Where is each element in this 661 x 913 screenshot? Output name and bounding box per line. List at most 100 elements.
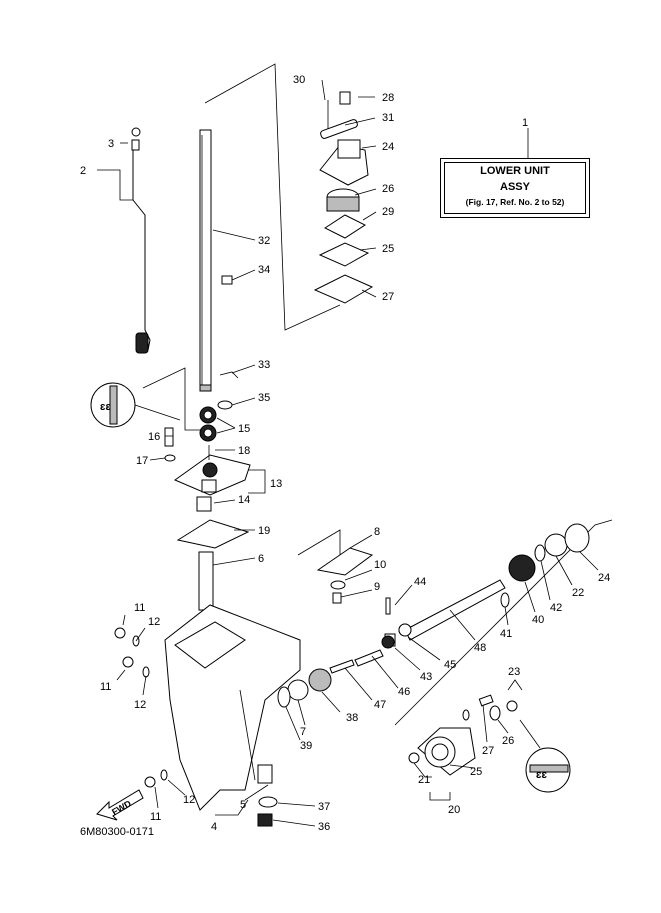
callout-6: 6 xyxy=(258,553,264,565)
callout-7: 7 xyxy=(300,726,306,738)
svg-text:ɛɛ: ɛɛ xyxy=(100,401,111,413)
bolt-16 xyxy=(164,427,174,447)
bearing-49 xyxy=(398,623,412,637)
lower-casing xyxy=(164,604,301,811)
screw-5 xyxy=(257,764,273,784)
leader-lines xyxy=(97,79,599,827)
clip-37 xyxy=(219,371,239,379)
callout-30: 26 xyxy=(382,183,394,195)
callout-26: 26 xyxy=(502,735,514,747)
group-bracket-shaft xyxy=(394,519,613,726)
washer-46 xyxy=(534,544,546,562)
callout-35: 31 xyxy=(382,112,394,124)
callout-17: 17 xyxy=(136,455,148,467)
washer-25 xyxy=(462,709,470,721)
callout-39: 35 xyxy=(258,392,270,404)
callout-43: 39 xyxy=(300,740,312,752)
callout-29: 25 xyxy=(382,243,394,255)
callout-8: 8 xyxy=(374,526,380,538)
clutch-47 xyxy=(381,635,395,649)
callout-33: 29 xyxy=(382,206,394,218)
group-bracket-plate xyxy=(297,529,341,560)
callout-23: 23 xyxy=(508,666,520,678)
callout-11c: 11 xyxy=(150,811,161,823)
callout-34: 30 xyxy=(293,74,305,86)
propeller-shaft-housing xyxy=(408,727,476,776)
callout-13: 13 xyxy=(270,478,282,490)
pin-48 xyxy=(385,597,391,615)
spring-50 xyxy=(354,649,384,667)
callout-38: 34 xyxy=(258,264,270,276)
callout-12b: 12 xyxy=(134,699,146,711)
callout-19: 19 xyxy=(258,525,270,537)
callout-47: 43 xyxy=(420,671,432,683)
bearing-housing xyxy=(173,445,251,549)
callout-18: 18 xyxy=(238,445,250,457)
callout-3: 3 xyxy=(108,138,114,150)
group-bracket-top xyxy=(204,63,341,331)
figure-code: 6M80300-0171 xyxy=(80,826,155,838)
callout-1: 1 xyxy=(522,117,528,129)
callout-36: 32 xyxy=(258,235,270,247)
callout-21: 21 xyxy=(418,774,430,786)
callout-10: 10 xyxy=(374,559,386,571)
reference-box: LOWER UNIT ASSY (Fig. 17, Ref. No. 2 to … xyxy=(440,158,590,218)
plug-40 xyxy=(257,813,273,827)
bolt-9 xyxy=(332,592,342,604)
water-pump-parts xyxy=(313,91,374,304)
callout-31: 27 xyxy=(382,291,394,303)
callout-37: 33 xyxy=(258,359,270,371)
callout-49: 45 xyxy=(444,659,456,671)
drive-shaft xyxy=(199,129,212,392)
grease-icon: ɛɛ xyxy=(90,382,181,428)
washer-45 xyxy=(500,592,510,608)
callout-45: 41 xyxy=(500,628,512,640)
callout-9: 9 xyxy=(374,581,380,593)
callout-12c: 12 xyxy=(183,794,195,806)
callout-52: 48 xyxy=(474,642,486,654)
callout-25: 25 xyxy=(470,766,482,778)
callout-28: 24 xyxy=(382,141,394,153)
reference-note: (Fig. 17, Ref. No. 2 to 52) xyxy=(465,197,565,207)
callout-4: 4 xyxy=(211,821,217,833)
callout-2: 2 xyxy=(80,165,86,177)
callout-22: 22 xyxy=(572,587,584,599)
plate-8 xyxy=(316,547,374,576)
shift-rod xyxy=(131,127,151,354)
bearings-15 xyxy=(199,406,217,442)
washer-39 xyxy=(217,400,233,410)
callout-5: 5 xyxy=(240,799,246,811)
fwd-arrow-icon: FWD xyxy=(96,789,144,821)
rod-51 xyxy=(329,659,355,674)
callout-20: 20 xyxy=(448,804,460,816)
screws-11 xyxy=(114,627,156,788)
callout-32: 28 xyxy=(382,92,394,104)
reference-subtitle: ASSY xyxy=(500,181,530,193)
grease-icon: ɛɛ xyxy=(519,719,571,793)
callout-27: 27 xyxy=(482,745,494,757)
callout-40: 36 xyxy=(318,821,330,833)
callout-51: 47 xyxy=(374,699,386,711)
washer-17 xyxy=(164,454,176,462)
callout-11a: 11 xyxy=(134,602,145,614)
gear-44 xyxy=(508,554,536,582)
seal-43 xyxy=(277,686,291,708)
callout-48: 44 xyxy=(414,576,426,588)
bolt-27 xyxy=(478,694,494,707)
callout-14: 14 xyxy=(238,494,250,506)
callout-41: 37 xyxy=(318,801,330,813)
o-ring-24 xyxy=(564,523,590,553)
part-26 xyxy=(489,705,501,721)
callout-46: 42 xyxy=(550,602,562,614)
bearing-22 xyxy=(544,533,568,557)
reference-title: LOWER UNIT xyxy=(480,165,550,177)
group-bracket-mid xyxy=(142,367,205,431)
callout-15: 15 xyxy=(238,423,250,435)
parts-23 xyxy=(506,700,518,712)
callout-42: 38 xyxy=(346,712,358,724)
reference-box-inner-border xyxy=(444,162,586,214)
pin-38 xyxy=(221,275,233,285)
callout-24: 24 xyxy=(598,572,610,584)
washer-10 xyxy=(330,580,346,590)
